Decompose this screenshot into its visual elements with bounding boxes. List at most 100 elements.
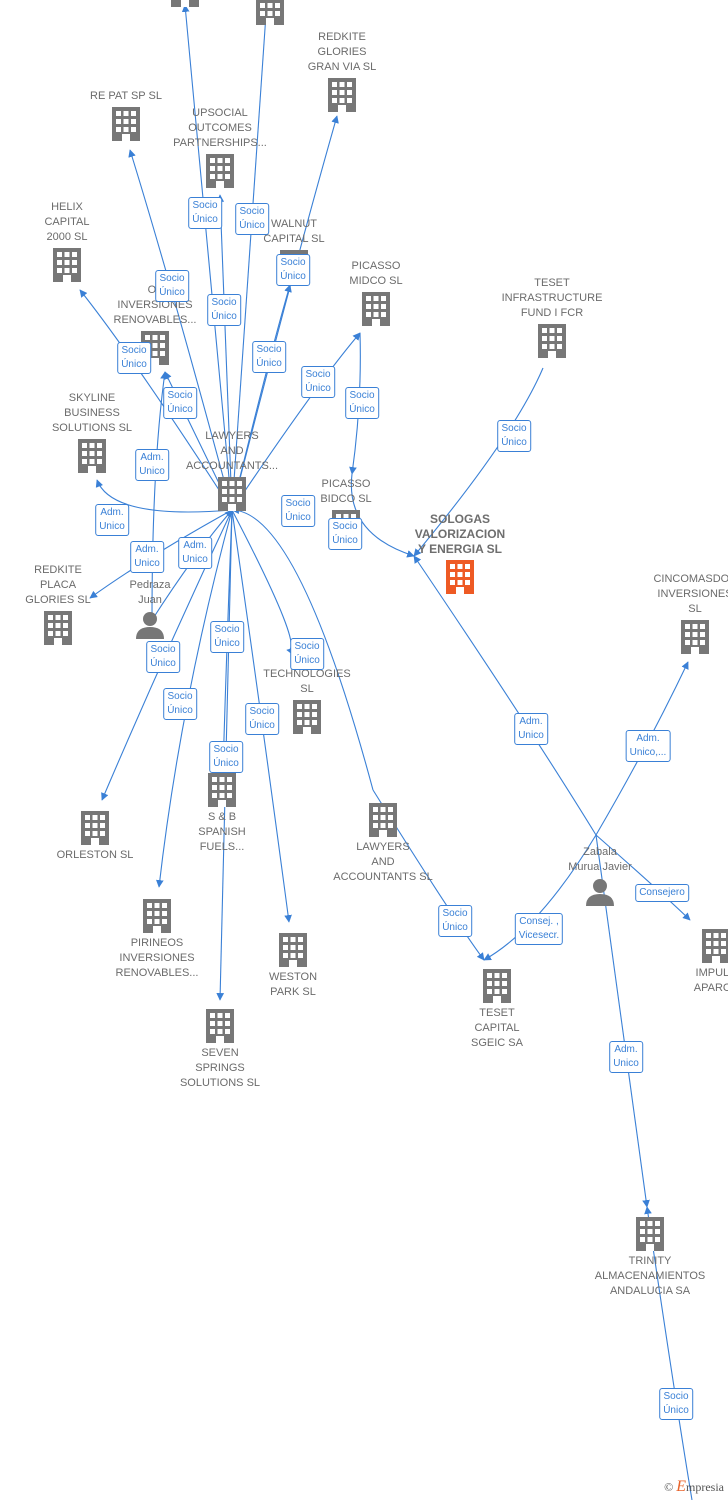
building-icon <box>328 78 356 112</box>
node-label: PICASSO BIDCO SL <box>320 478 372 505</box>
node-redkite-gv[interactable]: REDKITE GLORIES GRAN VIA SL <box>277 30 407 115</box>
edge-teset-infra-to-sologas <box>413 367 544 557</box>
node-teset-infra[interactable]: TESET INFRASTRUCTURE FUND I FCR <box>487 276 617 361</box>
node-label: UPSOCIAL OUTCOMES PARTNERSHIPS... <box>173 107 267 149</box>
node-label: PICASSO MIDCO SL <box>349 260 403 287</box>
relation-label[interactable]: Socio Único <box>438 905 472 937</box>
node-sb-spanish[interactable]: S & B SPANISH FUELS... <box>157 770 287 855</box>
edge-picasso-bidco-to-sologas <box>350 473 415 558</box>
relation-label[interactable]: Socio Único <box>301 366 335 398</box>
node-label: IMPULS APARCA <box>693 967 728 994</box>
relation-label[interactable]: Socio Único <box>163 688 197 720</box>
edge-lawyers2-to-lawyers1 <box>231 506 374 791</box>
node-sologas[interactable]: SOLOGAS VALORIZACION Y ENERGIA SL <box>395 512 525 597</box>
node-pedraza[interactable]: Pedraza Juan <box>85 578 215 642</box>
node-label: WALNUT CAPITAL SL <box>263 218 325 245</box>
building-icon <box>171 0 199 7</box>
relation-label[interactable]: Socio Único <box>659 1388 693 1420</box>
node-label: CINCOMASDOS INVERSIONES SL <box>653 573 728 615</box>
node-label: Zabala Murua Javier <box>568 846 632 873</box>
brand-footer: © Empresia <box>664 1478 724 1496</box>
building-icon <box>702 929 728 963</box>
node-label: HELIX CAPITAL 2000 SL <box>44 201 90 243</box>
node-impuls[interactable]: IMPULS APARCA <box>651 926 728 996</box>
edge-zabala-to-sologas <box>413 555 597 836</box>
node-weston[interactable]: WESTON PARK SL <box>228 930 358 1000</box>
edge-lawyers1-to-repat <box>128 149 233 511</box>
building-icon <box>483 969 511 1003</box>
node-redkite-pg[interactable]: REDKITE PLACA GLORIES SL <box>0 563 123 648</box>
node-olinv[interactable]: OL INVERSIONES RENOVABLES... <box>90 283 220 368</box>
node-label: REDKITE GLORIES GRAN VIA SL <box>307 31 377 73</box>
relation-label[interactable]: Socio Único <box>207 294 241 326</box>
node-zabala[interactable]: Zabala Murua Javier <box>535 845 665 909</box>
node-label: SKYLINE BUSINESS SOLUTIONS SL <box>51 392 133 434</box>
node-label: TRINITY ALMACENAMIENTOS ANDALUCIA SA <box>594 1255 706 1297</box>
relation-label[interactable]: Socio Único <box>235 203 269 235</box>
node-seven[interactable]: SEVEN SPRINGS SOLUTIONS SL <box>155 1006 285 1091</box>
relation-label[interactable]: Socio Único <box>146 641 180 673</box>
building-icon <box>206 1009 234 1043</box>
relation-label[interactable]: Socio Único <box>290 638 324 670</box>
brand-logo: E <box>676 1478 686 1495</box>
brand-name: mpresia <box>686 1480 724 1494</box>
node-trinity[interactable]: TRINITY ALMACENAMIENTOS ANDALUCIA SA <box>585 1214 715 1299</box>
node-teset-capital[interactable]: TESET CAPITAL SGEIC SA <box>432 966 562 1051</box>
relation-label[interactable]: Socio Único <box>209 741 243 773</box>
building-icon <box>369 803 397 837</box>
relation-label[interactable]: Socio Único <box>497 420 531 452</box>
node-label: TESET CAPITAL SGEIC SA <box>471 1007 523 1049</box>
relation-label[interactable]: Socio Único <box>276 254 310 286</box>
relation-label[interactable]: Socio Único <box>210 621 244 653</box>
person-icon <box>586 879 614 906</box>
node-upsocial[interactable]: UPSOCIAL OUTCOMES PARTNERSHIPS... <box>155 106 285 191</box>
relation-label[interactable]: Adm. Unico <box>609 1041 643 1073</box>
node-skyline[interactable]: SKYLINE BUSINESS SOLUTIONS SL <box>27 391 157 476</box>
relation-label[interactable]: Adm. Unico,... <box>625 730 671 762</box>
relation-label[interactable]: Socio Único <box>163 387 197 419</box>
relation-label[interactable]: Socio Único <box>281 495 315 527</box>
relation-label[interactable]: Socio Único <box>252 341 286 373</box>
node-pirineos[interactable]: PIRINEOS INVERSIONES RENOVABLES... <box>92 896 222 981</box>
node-label: Pedraza Juan <box>129 579 171 606</box>
node-lawyers1[interactable]: LAWYERS AND ACCOUNTANTS... <box>167 429 297 514</box>
building-icon <box>279 933 307 967</box>
relation-label[interactable]: Adm. Unico <box>95 504 129 536</box>
node-lawyers2[interactable]: LAWYERS AND ACCOUNTANTS SL <box>318 800 448 885</box>
node-helix[interactable]: HELIX CAPITAL 2000 SL <box>2 200 132 285</box>
relation-label[interactable]: Socio Único <box>117 342 151 374</box>
relation-label[interactable]: Adm. Unico <box>130 541 164 573</box>
relation-label[interactable]: Socio Único <box>245 703 279 735</box>
node-label: LAWYERS AND ACCOUNTANTS SL <box>333 841 433 883</box>
building-icon <box>206 154 234 188</box>
node-label: LAWYERS AND ACCOUNTANTS... <box>185 430 279 472</box>
building-icon <box>44 611 72 645</box>
node-orleston[interactable]: ORLESTON SL <box>30 808 160 863</box>
node-label: WESTON PARK SL <box>268 971 318 998</box>
edge-lawyers1-to-skyline <box>95 479 233 513</box>
node-picasso-midco[interactable]: PICASSO MIDCO SL <box>311 259 441 329</box>
relation-label[interactable]: Adm. Unico <box>178 537 212 569</box>
building-icon <box>208 773 236 807</box>
building-icon <box>362 292 390 326</box>
building-icon <box>256 0 284 25</box>
relation-label[interactable]: Socio Único <box>155 270 189 302</box>
node-top2[interactable] <box>205 0 335 28</box>
edge-lawyers1-to-top1 <box>181 4 233 511</box>
relation-label[interactable]: Consejero <box>635 884 689 902</box>
main-company-icon <box>446 560 474 594</box>
node-label: S & B SPANISH FUELS... <box>198 811 246 853</box>
relation-label[interactable]: Adm. Unico <box>514 713 548 745</box>
building-icon <box>81 811 109 845</box>
relation-label[interactable]: Socio Único <box>328 518 362 550</box>
node-repat[interactable]: RE PAT SP SL <box>61 89 191 144</box>
relation-label[interactable]: Socio Único <box>188 197 222 229</box>
relation-label[interactable]: Socio Único <box>345 387 379 419</box>
edge-zabala-to-trinity <box>595 834 650 1208</box>
node-cincomasdos[interactable]: CINCOMASDOS INVERSIONES SL <box>630 572 728 657</box>
node-label: ORLESTON SL <box>56 849 134 861</box>
building-icon <box>293 700 321 734</box>
relation-label[interactable]: Adm. Unico <box>135 449 169 481</box>
node-top1[interactable] <box>120 0 250 10</box>
relation-label[interactable]: Consej. , Vicesecr. <box>514 913 564 945</box>
